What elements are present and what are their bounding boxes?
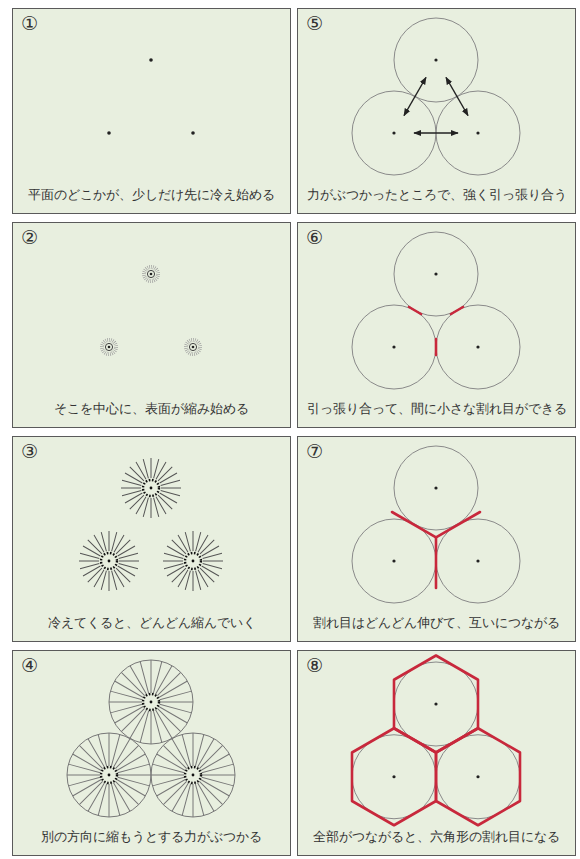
shrink-grow	[79, 458, 223, 591]
hexagon-crack	[352, 728, 436, 825]
step-number: ⑦	[306, 441, 323, 462]
hexagon-crack	[394, 656, 478, 753]
forces-collide	[67, 660, 235, 817]
step-number: ⑧	[306, 655, 323, 676]
step-panel: ④ 別の方向に縮もうとする力がぶつかる	[12, 650, 291, 856]
crack	[451, 307, 463, 314]
step-caption: 力がぶつかったところで、強く引っ張り合う	[306, 187, 567, 204]
step-number: ⑤	[306, 13, 323, 34]
step-panel: ⑧ 全部がつながると、六角形の割れ目になる	[297, 650, 576, 856]
step-panel: ② そこを中心に、表面が縮み始める	[12, 222, 291, 428]
step-panel: ③ 冷えてくると、どんどん縮んでいく	[12, 436, 291, 642]
double-arrow	[414, 132, 458, 133]
shrink-start	[102, 267, 200, 354]
cell-circles	[352, 662, 520, 819]
double-arrow	[404, 77, 426, 115]
step-caption: 全部がつながると、六角形の割れ目になる	[306, 829, 567, 846]
double-arrow	[446, 77, 468, 115]
crack	[392, 512, 436, 537]
step-number: ③	[21, 441, 38, 462]
step-panel: ⑥ 引っ張り合って、間に小さな割れ目ができる	[297, 222, 576, 428]
step-panel: ⑤ 力がぶつかったところで、強く引っ張り合う	[297, 8, 576, 214]
crack	[435, 537, 438, 588]
step-panel: ① 平面のどこかが、少しだけ先に冷え始める	[12, 8, 291, 214]
crack	[409, 307, 421, 314]
joined-cracks	[352, 446, 520, 603]
cell-centers	[392, 702, 479, 778]
step-number: ②	[21, 227, 38, 248]
step-number: ④	[21, 655, 38, 676]
step-caption: 平面のどこかが、少しだけ先に冷え始める	[21, 187, 282, 204]
crack	[435, 339, 438, 355]
tension-arrows	[352, 18, 520, 175]
cooling-points	[107, 58, 195, 135]
hexagon-cracks	[352, 656, 520, 826]
step-panel: ⑦ 割れ目はどんどん伸びて、互いにつながる	[297, 436, 576, 642]
small-cracks	[352, 232, 520, 389]
step-caption: そこを中心に、表面が縮み始める	[21, 401, 282, 418]
hexagon-crack	[436, 728, 520, 825]
step-caption: 引っ張り合って、間に小さな割れ目ができる	[306, 401, 567, 418]
step-number: ①	[21, 13, 38, 34]
step-caption: 別の方向に縮もうとする力がぶつかる	[21, 829, 282, 846]
crack	[436, 512, 480, 537]
step-caption: 冷えてくると、どんどん縮んでいく	[21, 615, 282, 632]
step-number: ⑥	[306, 227, 323, 248]
step-caption: 割れ目はどんどん伸びて、互いにつながる	[306, 615, 567, 632]
